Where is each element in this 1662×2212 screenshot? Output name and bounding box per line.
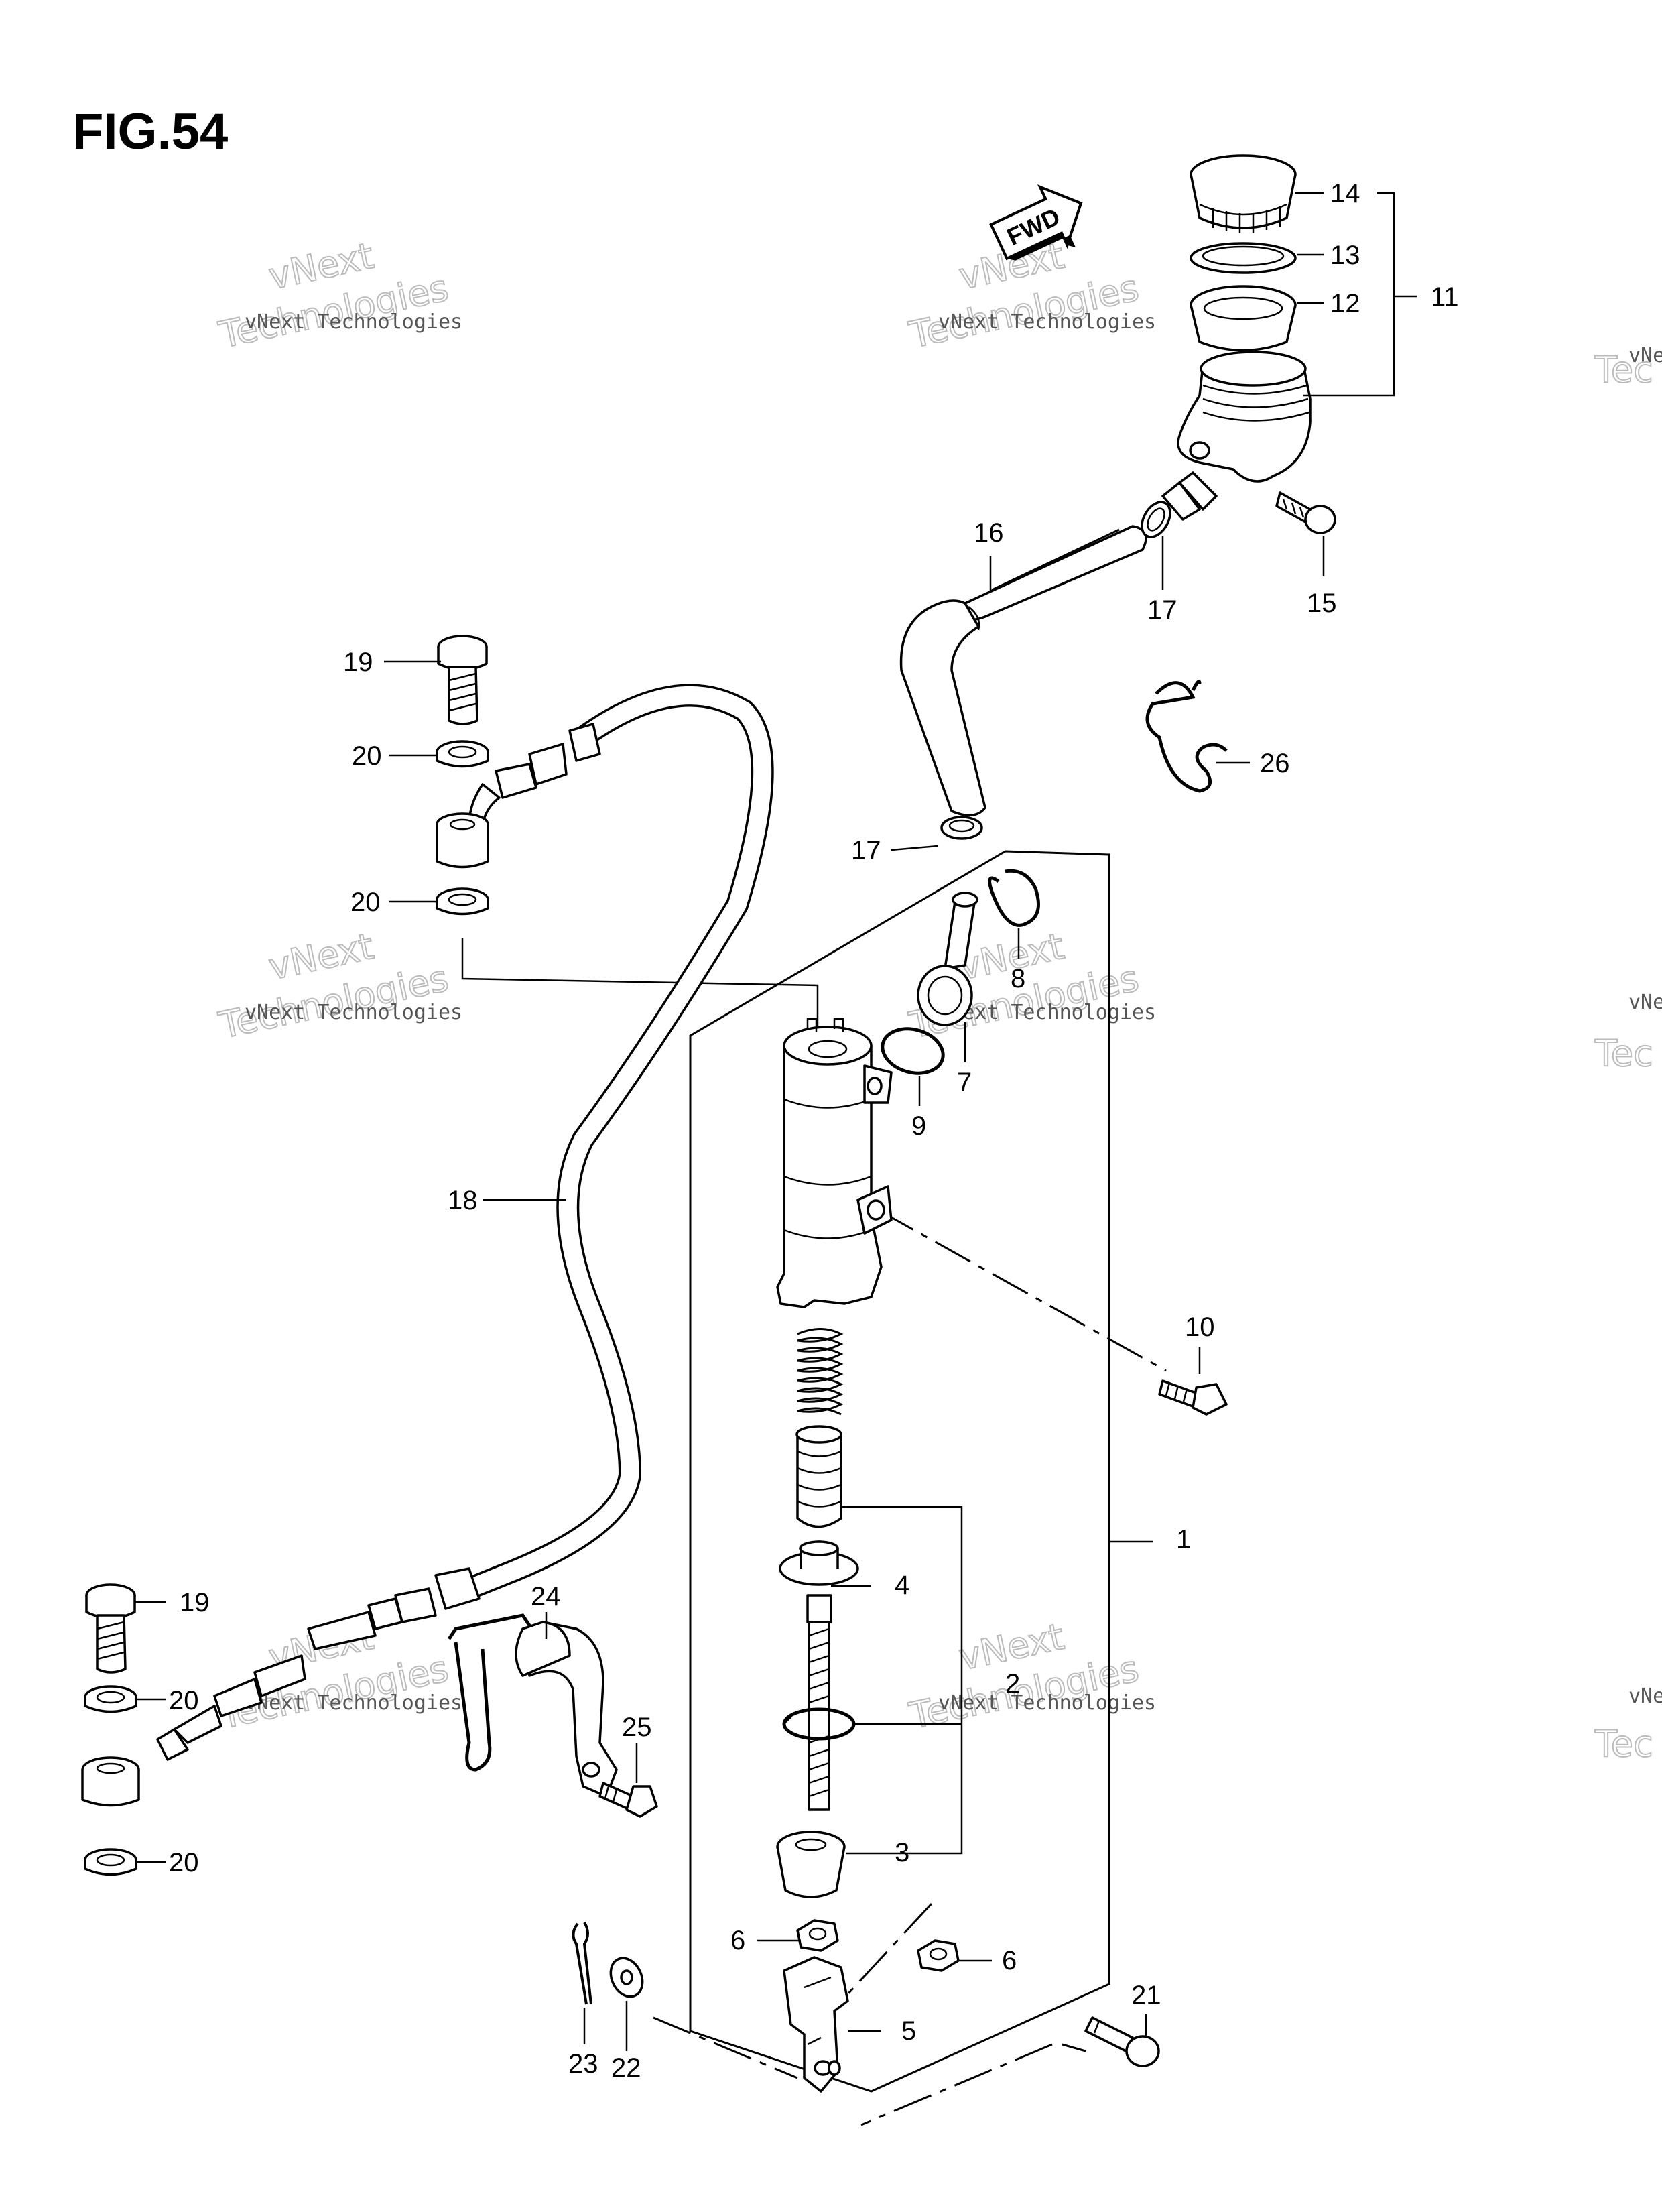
washer-22 [609,1957,644,1998]
callout-24: 24 [531,1582,561,1611]
callout-14: 14 [1330,179,1360,208]
bolt-25 [598,1782,658,1818]
callout-22: 22 [611,2053,641,2083]
piston [795,1425,842,1528]
callout-21: 21 [1131,1981,1161,2010]
dash-lines [461,938,1167,2126]
return-spring [797,1328,844,1416]
callout-16: 16 [974,518,1004,548]
callout-labels: 1 2 3 4 5 6 6 7 8 9 10 11 12 13 14 15 16… [169,179,1459,2083]
callout-15: 15 [1307,589,1337,618]
callout-7: 7 [957,1068,972,1097]
clevis-pin-21 [1084,2016,1160,2067]
callout-10: 10 [1185,1312,1215,1342]
pushrod-washer-4 [779,1540,859,1623]
callout-23: 23 [568,2049,598,2079]
washer-20-c [84,1685,137,1713]
watermark-edge: Tec [1594,1723,1653,1765]
callout-18: 18 [448,1186,478,1215]
hose-bracket-24 [447,1613,618,1798]
washer-20-d [84,1848,137,1876]
screw-15 [1275,491,1336,534]
callout-20: 20 [350,887,381,917]
banjo-bolt-19-top [437,635,488,725]
figure-title: FIG.54 [72,103,228,160]
callout-8: 8 [1011,964,1025,993]
callout-9: 9 [911,1111,926,1141]
watermark-line2: vNext Technologies [938,1691,1156,1715]
watermark-line2: vNext Technologies [245,1691,462,1715]
callout-13: 13 [1330,241,1360,270]
watermark-edge: Tec [1594,1032,1653,1074]
reservoir-cap [1190,154,1297,233]
clip-26 [1145,680,1228,793]
callout-26: 26 [1260,749,1290,778]
o-ring-9 [881,1027,945,1075]
watermark-line2: vNext Technologies [245,1001,462,1024]
brake-hose-18 [81,684,774,1807]
watermark-line2: vNext Technologies [245,310,462,334]
callout-11: 11 [1431,282,1459,312]
hose-clamp-17-bottom [940,816,983,840]
watermark-edge: vNe [1628,991,1662,1014]
reservoir-hose [899,525,1147,817]
bolt-10 [1158,1379,1228,1416]
reservoir-diaphragm [1190,285,1297,352]
watermark-line2: vNext Technologies [938,310,1156,334]
callout-3: 3 [895,1838,909,1867]
callout-17: 17 [1147,595,1177,625]
master-cylinder-body [776,1018,893,1308]
callout-5: 5 [901,2016,916,2046]
callout-20: 20 [169,1686,199,1715]
watermark-edge: Tec [1594,349,1653,391]
callout-2: 2 [1005,1669,1020,1699]
callout-1: 1 [1176,1525,1191,1554]
callout-12: 12 [1330,289,1360,318]
leader-lines [134,192,1417,2051]
lock-nut-6-right [917,1939,960,1972]
reservoir-body [1161,351,1312,521]
lock-nut-6 [796,1919,839,1952]
callout-6: 6 [730,1926,745,1955]
callout-6: 6 [1002,1946,1017,1975]
callout-25: 25 [622,1713,652,1742]
hose-fitting-7 [917,892,978,1026]
washer-20-b [436,887,489,916]
callout-20: 20 [169,1848,199,1878]
callout-20: 20 [352,741,382,771]
dust-boot-3 [776,1831,846,1898]
reservoir-assembly [1161,154,1336,534]
callout-4: 4 [895,1571,909,1600]
banjo-bolt-19-bottom [85,1583,136,1674]
assembly-1-outline [689,850,1110,2093]
cotter-pin-23 [572,1921,592,2005]
watermark-edge: vNe [1628,344,1662,367]
watermark-edge: vNe [1628,1684,1662,1708]
callout-17: 17 [851,836,881,865]
callout-19: 19 [180,1588,210,1617]
reservoir-plate [1190,242,1297,274]
clevis-5 [783,1956,849,2093]
watermark-line2: vNext Technologies [938,1001,1156,1024]
pushrod [808,1621,830,1811]
callout-19: 19 [343,648,373,677]
hose-clamp-17-top [1141,501,1171,538]
washer-20-a [436,740,489,768]
circlip-8 [988,869,1040,927]
